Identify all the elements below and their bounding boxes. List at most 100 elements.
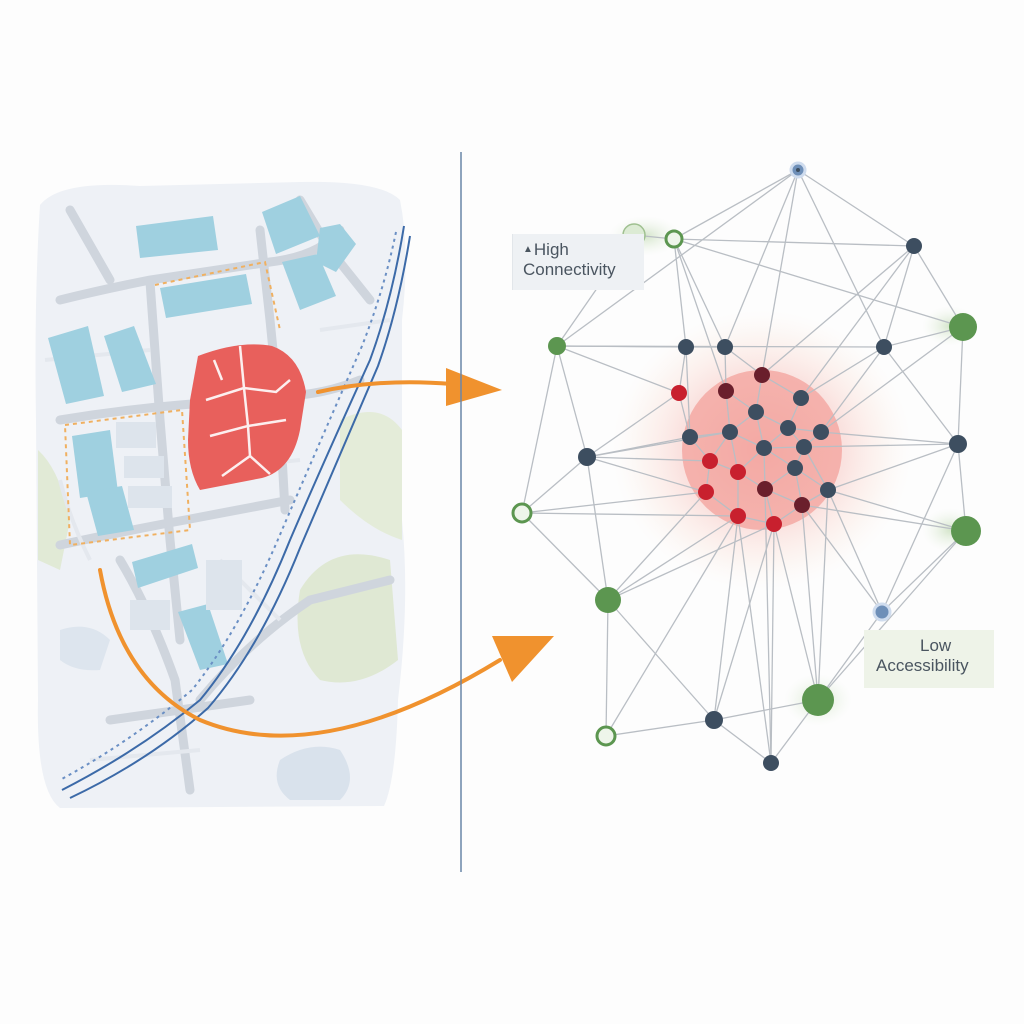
network-edge <box>673 238 915 247</box>
network-node-dark <box>813 424 829 440</box>
network-edge <box>803 446 829 491</box>
grey-buildings <box>116 422 242 630</box>
network-node-dark <box>796 439 812 455</box>
network-node-dark <box>717 339 733 355</box>
network-node-dark <box>820 482 836 498</box>
network-node-dark <box>763 755 779 771</box>
network-edge <box>797 169 915 247</box>
network-edge <box>883 245 915 348</box>
network-node-dark <box>705 711 723 729</box>
network-edge <box>586 456 609 601</box>
building <box>104 326 156 392</box>
network-edge <box>673 238 727 392</box>
network-node-dark <box>787 460 803 476</box>
network-edge <box>556 345 588 458</box>
network-node-red <box>702 453 718 469</box>
building <box>86 486 134 536</box>
network-edge <box>913 245 964 328</box>
network-edge <box>685 346 691 438</box>
building <box>132 544 198 588</box>
network-edge <box>605 719 715 737</box>
network-edge <box>586 456 711 462</box>
network-edge <box>820 431 959 445</box>
rail-lines <box>59 225 411 799</box>
network-node-center-dot <box>796 168 800 172</box>
pond-west <box>60 626 110 671</box>
network-nodes <box>511 161 981 771</box>
network-node-dark <box>780 420 796 436</box>
network-edge <box>800 346 885 399</box>
network-edge <box>521 491 707 514</box>
network-node-green <box>949 313 977 341</box>
network-node-ring <box>595 725 617 747</box>
network-edge <box>803 443 959 448</box>
network-node-ring <box>664 229 684 249</box>
network-edge <box>881 530 967 613</box>
network-node-dark <box>793 390 809 406</box>
high-label-line2: Connectivity <box>523 260 616 279</box>
network-edge <box>713 719 772 764</box>
network-edge <box>770 523 775 764</box>
network-edge <box>713 699 819 721</box>
network-edge <box>761 245 915 376</box>
network-edge <box>827 443 959 491</box>
network-edge <box>556 345 680 394</box>
network-edge <box>820 346 885 433</box>
network-edge <box>673 238 964 328</box>
network-node-maroon <box>757 481 773 497</box>
low-accessibility-label: Low Accessibility <box>864 630 994 688</box>
building <box>316 224 356 272</box>
high-connectivity-label: ▲High Connectivity <box>512 234 644 290</box>
arrow-upper <box>316 380 454 394</box>
network-edge <box>801 504 819 701</box>
network-edge <box>800 245 915 399</box>
network-edge <box>673 238 687 348</box>
green-area-northeast <box>340 412 402 540</box>
arrows <box>98 368 554 738</box>
network-node-ring <box>511 502 533 524</box>
city-map <box>35 181 411 808</box>
network-node-green <box>548 337 566 355</box>
network-edge <box>817 489 829 701</box>
network-edge <box>827 489 967 532</box>
network-edge <box>761 169 799 376</box>
low-label-line1: Low <box>920 636 952 655</box>
network-edge <box>607 515 739 601</box>
network-edge <box>713 515 739 721</box>
network-node-green <box>595 587 621 613</box>
network-edge <box>817 611 883 701</box>
network-node-dark <box>906 238 922 254</box>
network-node-maroon <box>754 367 770 383</box>
network-edge <box>605 599 609 737</box>
network-edge <box>773 523 819 701</box>
network-edge <box>521 345 558 514</box>
network-edge <box>820 326 964 433</box>
network-edge <box>607 491 707 601</box>
network-node-blue <box>872 602 892 622</box>
caret-icon: ▲ <box>523 244 533 255</box>
high-label-line1: High <box>533 240 569 259</box>
network-edge <box>764 488 772 764</box>
network-node-dark <box>722 424 738 440</box>
network-edge <box>737 515 772 764</box>
network-node-red <box>730 508 746 524</box>
network-edge <box>881 443 959 613</box>
network-edge <box>883 346 959 445</box>
low-label-line2: Accessibility <box>876 656 969 675</box>
network-edge <box>556 169 799 347</box>
network-edge <box>607 599 715 721</box>
network-node-dark <box>949 435 967 453</box>
network-edge <box>801 504 967 532</box>
network-node-dark <box>578 448 596 466</box>
network-edge <box>521 456 588 514</box>
network-node-dark <box>682 429 698 445</box>
network-edge <box>724 169 799 348</box>
building <box>48 326 104 404</box>
network-graph <box>511 161 981 771</box>
network-edge <box>797 169 885 348</box>
network-edge <box>521 512 739 517</box>
arrow-upper-head <box>446 368 502 406</box>
network-edge <box>556 345 726 348</box>
arrow-lower-head <box>492 636 554 682</box>
